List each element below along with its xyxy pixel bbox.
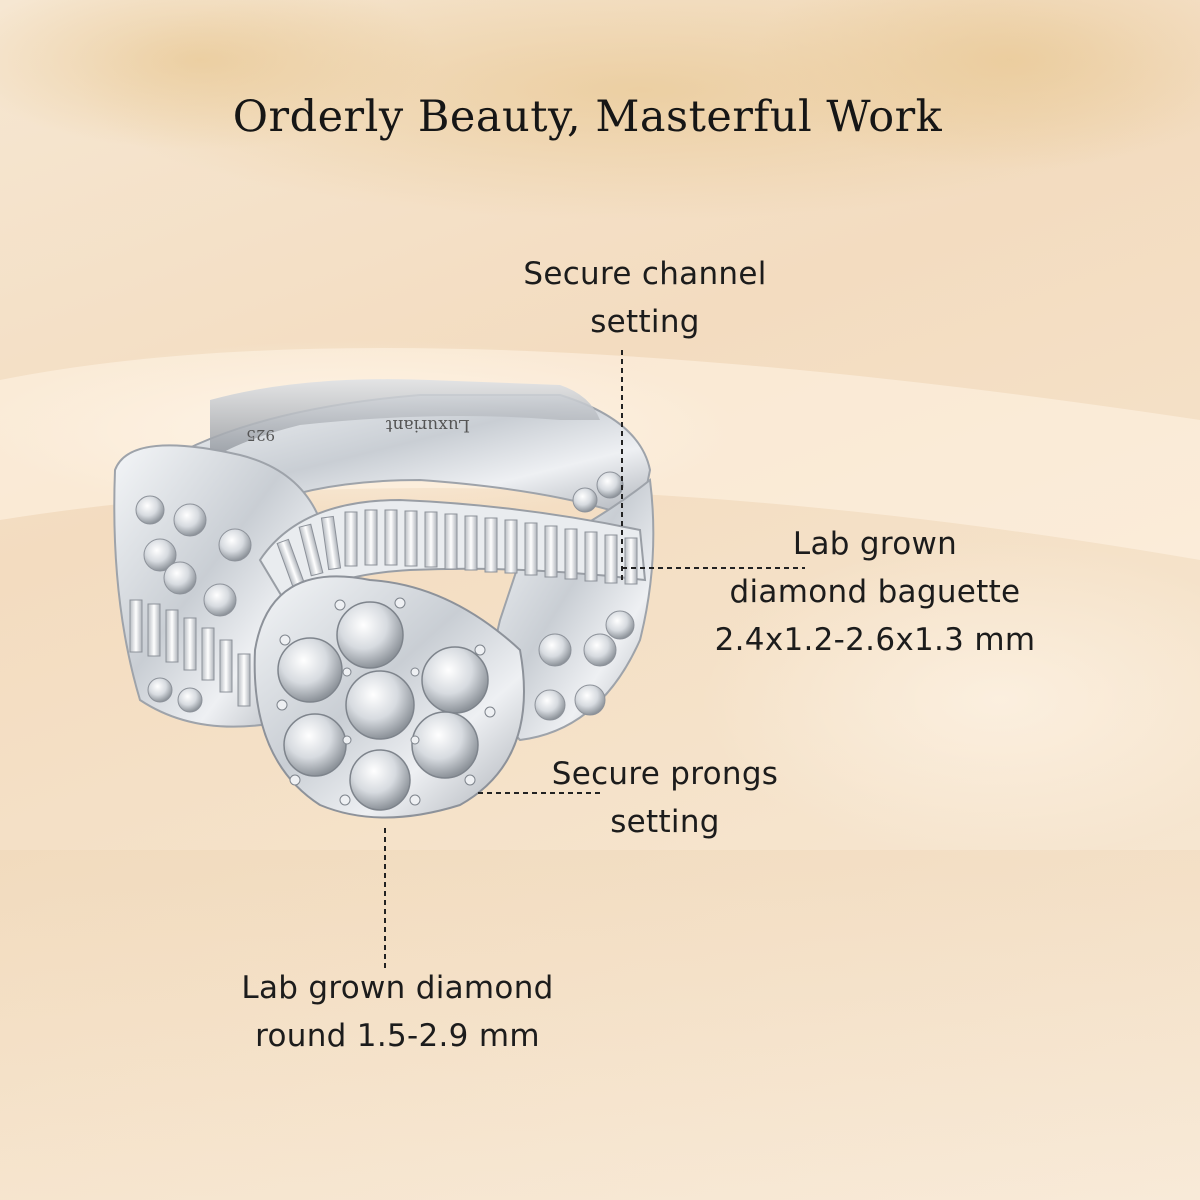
round-stone bbox=[163, 561, 197, 595]
prong bbox=[276, 699, 288, 711]
baguette-stone bbox=[564, 528, 578, 580]
prong bbox=[334, 599, 346, 611]
round-stone bbox=[135, 495, 165, 525]
baguette-stone bbox=[544, 525, 558, 578]
pampas-blur-right bbox=[750, 0, 1200, 170]
round-stone bbox=[143, 538, 177, 572]
baguette-stone bbox=[604, 534, 618, 584]
prong bbox=[409, 794, 421, 806]
prong bbox=[484, 706, 496, 718]
center-round-stone bbox=[336, 601, 404, 669]
round-stone bbox=[203, 583, 237, 617]
round-stone bbox=[605, 610, 635, 640]
glow-right bbox=[700, 540, 1200, 860]
round-stone bbox=[574, 684, 606, 716]
callout-line: round 1.5-2.9 mm bbox=[255, 1018, 540, 1054]
lower-shade bbox=[0, 850, 1200, 1200]
hallmark-engraving: 925 bbox=[246, 426, 275, 444]
baguette-stone bbox=[364, 509, 378, 566]
prong bbox=[279, 634, 291, 646]
baguette-stone bbox=[165, 609, 179, 663]
callout-line: Secure prongs bbox=[551, 756, 779, 792]
baguette-stone bbox=[524, 522, 538, 576]
callout-line: diamond baguette bbox=[729, 574, 1021, 610]
center-round-stone bbox=[349, 749, 411, 811]
callout-line: 2.4x1.2-2.6x1.3 mm bbox=[714, 622, 1036, 658]
pampas-blur-left bbox=[0, 0, 440, 150]
baguette-stone bbox=[584, 531, 598, 582]
baguette-row-lower bbox=[129, 599, 251, 707]
side-round-stones bbox=[135, 471, 635, 721]
callout-channel-setting: Secure channel setting bbox=[490, 250, 800, 346]
callout-line: setting bbox=[590, 304, 700, 340]
baguette-stone bbox=[298, 523, 324, 577]
baguette-stone bbox=[320, 515, 342, 571]
baguette-stone bbox=[384, 509, 398, 566]
round-stone bbox=[173, 503, 207, 537]
center-round-stone bbox=[345, 670, 415, 740]
callout-line: Lab grown diamond bbox=[241, 970, 554, 1006]
prong bbox=[474, 644, 486, 656]
round-stone bbox=[538, 633, 572, 667]
round-stone bbox=[583, 633, 617, 667]
round-stone bbox=[534, 689, 566, 721]
center-cluster bbox=[277, 601, 489, 811]
center-round-stone bbox=[411, 711, 479, 779]
center-round-stone bbox=[283, 713, 347, 777]
baguette-stone bbox=[129, 599, 143, 653]
baguette-stone bbox=[624, 537, 638, 585]
prong bbox=[289, 774, 301, 786]
ring-inner-band bbox=[210, 379, 600, 460]
prong bbox=[464, 774, 476, 786]
baguette-stone bbox=[444, 513, 458, 570]
center-round-stone bbox=[421, 646, 489, 714]
page-title: Orderly Beauty, Masterful Work bbox=[232, 92, 943, 142]
baguette-stone bbox=[484, 517, 498, 573]
center-round-stone bbox=[277, 637, 343, 703]
callout-prongs-setting: Secure prongs setting bbox=[520, 750, 810, 846]
baguette-stone bbox=[183, 617, 197, 671]
baguette-stone bbox=[344, 511, 358, 567]
baguette-stone bbox=[424, 511, 438, 568]
callout-line: Secure channel bbox=[523, 256, 767, 292]
prong bbox=[342, 735, 352, 745]
round-stone bbox=[596, 471, 624, 499]
prong bbox=[410, 667, 420, 677]
prong bbox=[410, 735, 420, 745]
prong bbox=[394, 597, 406, 609]
baguette-stone bbox=[201, 627, 215, 681]
brand-engraving: Luxuriant bbox=[386, 415, 470, 435]
baguette-stone bbox=[404, 510, 418, 567]
baguette-stone bbox=[237, 653, 251, 707]
round-stone bbox=[218, 528, 252, 562]
prong bbox=[339, 794, 351, 806]
callout-line: Lab grown bbox=[792, 526, 958, 562]
prongs bbox=[276, 597, 496, 806]
round-stone bbox=[572, 487, 598, 513]
callout-baguette: Lab grown diamond baguette 2.4x1.2-2.6x1… bbox=[690, 520, 1060, 664]
round-stone bbox=[147, 677, 173, 703]
baguette-stone bbox=[147, 603, 161, 657]
baguette-stone bbox=[464, 515, 478, 571]
baguette-stone bbox=[219, 639, 233, 693]
callout-round-diamond: Lab grown diamond round 1.5-2.9 mm bbox=[205, 964, 590, 1060]
round-stone bbox=[177, 687, 203, 713]
callout-line: setting bbox=[610, 804, 720, 840]
prong bbox=[342, 667, 352, 677]
baguette-row-upper bbox=[276, 509, 638, 590]
baguette-stone bbox=[504, 519, 518, 574]
